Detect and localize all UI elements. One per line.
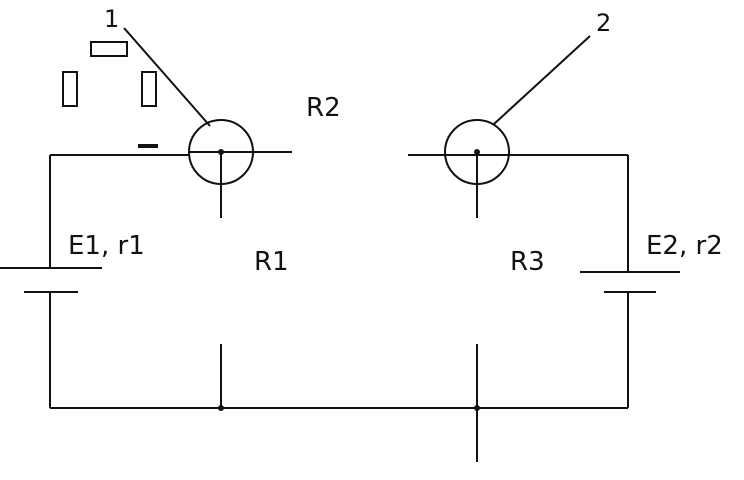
leader-line-1: [123, 27, 211, 127]
label-r2: R2: [306, 93, 341, 123]
junction-dot-bottom-left: [218, 405, 224, 411]
loose-resistor-vertical-right: [141, 71, 157, 107]
loose-resistor-vertical-left: [62, 71, 78, 107]
label-source-right: E2, r2: [646, 231, 723, 261]
label-node-2: 2: [596, 9, 611, 37]
label-source-left: E1, r1: [68, 231, 145, 261]
label-r3: R3: [510, 247, 545, 277]
label-r1: R1: [254, 247, 289, 277]
junction-dot-bottom-right: [474, 405, 480, 411]
leader-line-2: [493, 35, 591, 125]
junction-dot-1: [218, 149, 224, 155]
junction-dot-2: [474, 149, 480, 155]
label-node-1: 1: [104, 5, 119, 33]
loose-resistor-horizontal: [90, 41, 128, 57]
